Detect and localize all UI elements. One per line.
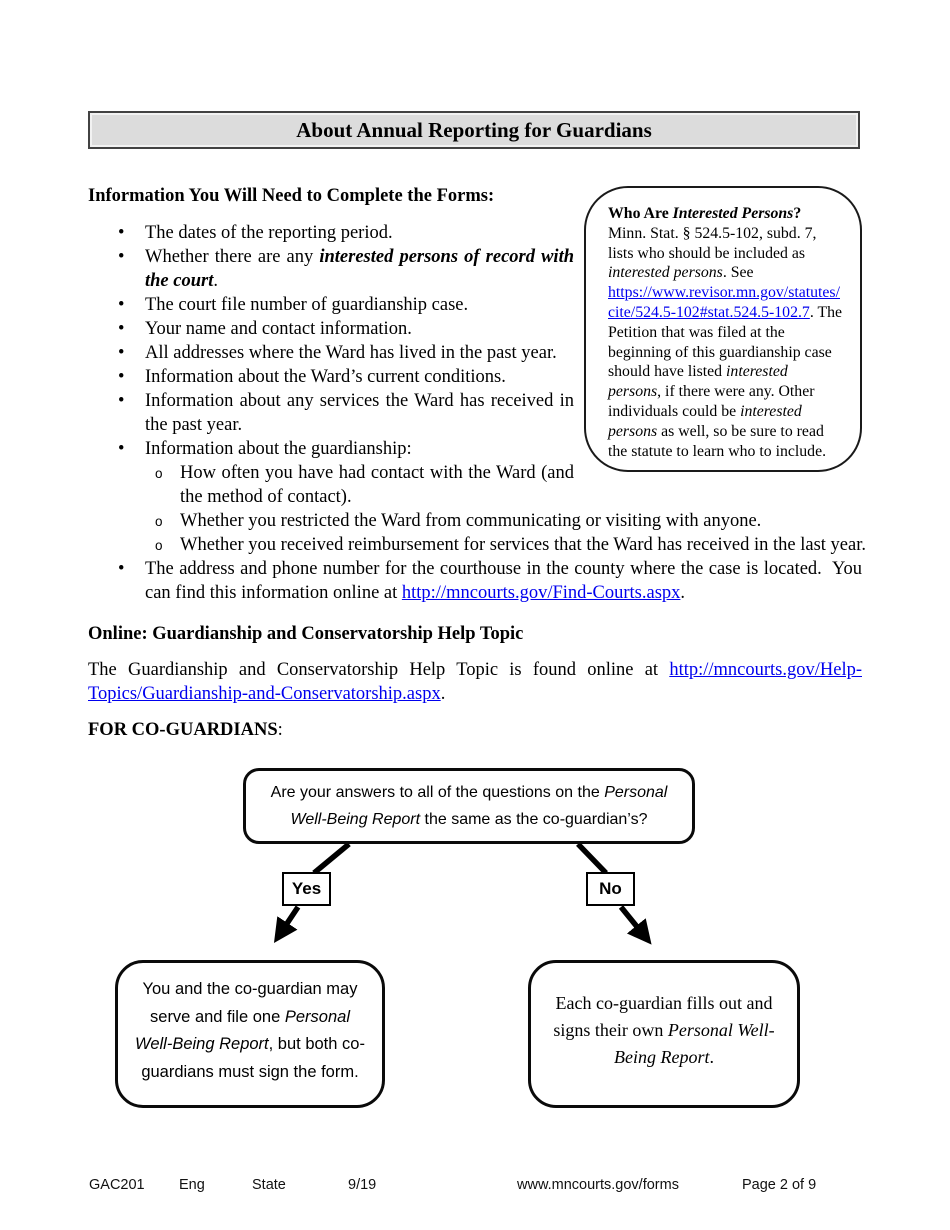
- page-title: About Annual Reporting for Guardians: [88, 111, 860, 149]
- text-run: .: [440, 684, 446, 704]
- coguardian-flowchart: Are your answers to all of the questions…: [0, 760, 950, 1160]
- sub-bullet-item: Whether you received reimbursement for s…: [145, 533, 866, 558]
- text-run: Information about the guardianship:: [145, 439, 412, 459]
- bullet-item: Information about any services the Ward …: [88, 389, 862, 437]
- bullet-item: Information about the guardianship: How …: [88, 437, 866, 558]
- text-run: .: [213, 271, 218, 291]
- text-run: Interested Persons: [672, 205, 794, 222]
- content-area: Who Are Interested Persons? Minn. Stat. …: [88, 184, 866, 742]
- text-run: All addresses where the Ward has lived i…: [145, 343, 557, 363]
- page-title-text: About Annual Reporting for Guardians: [296, 117, 652, 142]
- text-run: interested persons of record with the co…: [145, 247, 574, 291]
- info-heading: Information You Will Need to Complete th…: [88, 186, 495, 206]
- bullet-item: Whether there are any interested persons…: [88, 245, 862, 293]
- footer-revision-date: 9/19: [348, 1177, 377, 1193]
- text-run: .: [709, 1047, 714, 1067]
- page-footer: GAC201 Eng State 9/19 www.mncourts.gov/f…: [0, 1177, 950, 1199]
- text-run: Personal Well-Being Report: [614, 1020, 775, 1067]
- flow-no-outcome-text: Each co-guardian fills out and signs the…: [553, 993, 774, 1067]
- text-run: Who Are: [608, 205, 673, 222]
- flow-arrows: [273, 841, 652, 945]
- text-run: The Guardianship and Conservatorship Hel…: [88, 660, 670, 680]
- text-run: Information about the Ward’s current con…: [145, 367, 506, 387]
- arrow-right-lower: [618, 905, 652, 945]
- info-bullet-list: The dates of the reporting period. Wheth…: [88, 221, 866, 605]
- flow-yes-outcome-box: You and the co-guardian may serve and fi…: [115, 960, 385, 1108]
- footer-jurisdiction: State: [252, 1177, 286, 1193]
- arrow-left-lower: [273, 905, 301, 944]
- text-run: ?: [793, 205, 802, 222]
- footer-page-number: Page 2 of 9: [742, 1177, 817, 1193]
- footer-language: Eng: [179, 1177, 205, 1193]
- footer-form-number: GAC201: [89, 1177, 145, 1193]
- text-run: Whether you restricted the Ward from com…: [180, 511, 762, 531]
- online-paragraph: The Guardianship and Conservatorship Hel…: [88, 658, 862, 706]
- text-run: Personal Well-Being Report: [135, 1007, 350, 1054]
- text-run: , but both co-guardians must sign the fo…: [141, 1035, 365, 1081]
- flow-yes-outcome-text: You and the co-guardian may serve and fi…: [135, 980, 365, 1081]
- bullet-item: Your name and contact information.: [88, 317, 862, 341]
- arrow-left-upper: [312, 841, 351, 876]
- text-run: The court file number of guardianship ca…: [145, 295, 469, 315]
- find-courts-link[interactable]: http://mncourts.gov/Find-Courts.aspx: [401, 583, 681, 603]
- flow-question-text: Are your answers to all of the questions…: [260, 779, 678, 833]
- bullet-item: The address and phone number for the cou…: [88, 557, 862, 605]
- text-run: Whether there are any: [145, 247, 320, 267]
- text-run: FOR CO-GUARDIANS: [88, 720, 278, 740]
- bullet-item: All addresses where the Ward has lived i…: [88, 341, 862, 365]
- flow-no-label: No: [586, 872, 635, 906]
- footer-website: www.mncourts.gov/forms: [517, 1177, 679, 1193]
- text-run: Personal Well-Being Report: [290, 784, 668, 828]
- text-run: Are your answers to all of the questions…: [270, 784, 605, 801]
- flow-yes-label: Yes: [282, 872, 331, 906]
- flow-question-box: Are your answers to all of the questions…: [243, 768, 695, 844]
- text-run: The dates of the reporting period.: [145, 223, 393, 243]
- coguardians-heading: FOR CO-GUARDIANS:: [88, 718, 862, 742]
- arrow-right-upper: [576, 842, 608, 875]
- bullet-item: Information about the Ward’s current con…: [88, 365, 862, 389]
- text-run: :: [277, 720, 283, 740]
- bullet-item: The dates of the reporting period.: [88, 221, 862, 245]
- flow-no-outcome-box: Each co-guardian fills out and signs the…: [528, 960, 800, 1108]
- sub-bullet-item: Whether you restricted the Ward from com…: [145, 509, 862, 534]
- bullet-item: The court file number of guardianship ca…: [88, 293, 862, 317]
- sub-bullet-item: How often you have had contact with the …: [145, 461, 862, 509]
- text-run: Whether you received reimbursement for s…: [180, 535, 866, 555]
- text-run: The address and phone number for the cou…: [145, 559, 862, 603]
- help-topic-link[interactable]: http://mncourts.gov/Help-Topics/Guardian…: [88, 660, 862, 704]
- online-heading: Online: Guardianship and Conservatorship…: [88, 624, 524, 644]
- text-run: How often you have had contact with the …: [180, 463, 574, 507]
- text-run: the same as the co-guardian’s?: [420, 811, 648, 828]
- note-title: Who Are Interested Persons?: [608, 205, 801, 222]
- text-run: Each co-guardian fills out and signs the…: [553, 993, 773, 1040]
- text-run: .: [680, 583, 686, 603]
- text-run: Information about any services the Ward …: [145, 391, 574, 435]
- guardianship-sub-list: How often you have had contact with the …: [145, 461, 866, 558]
- text-run: Your name and contact information.: [145, 319, 412, 339]
- text-run: You and the co-guardian may serve and fi…: [142, 980, 358, 1026]
